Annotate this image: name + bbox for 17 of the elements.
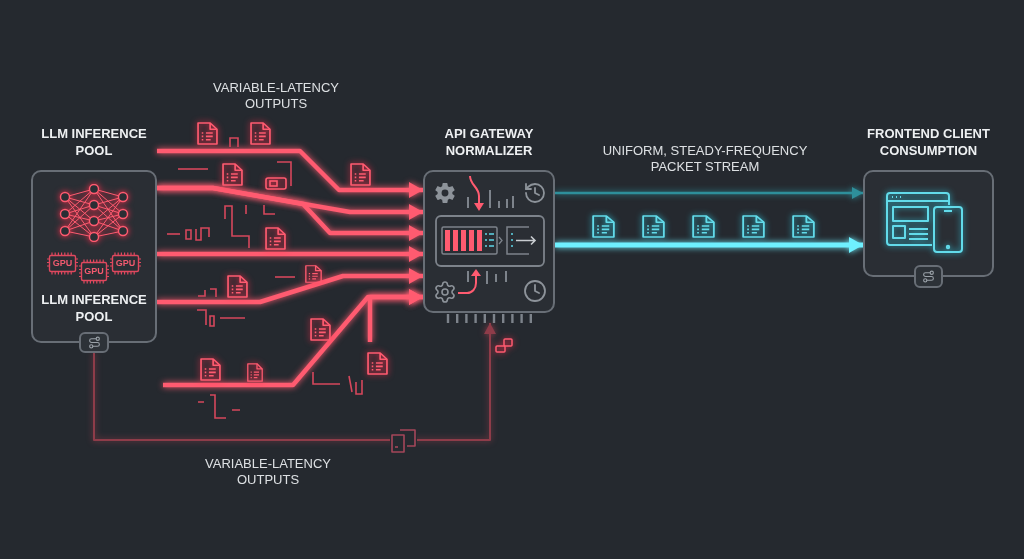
panel-caption: LLM INFERENCE POOL <box>40 291 148 325</box>
annotation-label: VARIABLE-LATENCY OUTPUTS <box>204 456 332 488</box>
arrow <box>555 237 863 253</box>
arrow <box>157 246 423 262</box>
arrow <box>93 322 496 441</box>
annotation-label: VARIABLE-LATENCY OUTPUTS <box>212 80 340 112</box>
gpu-chip: GPU <box>47 252 78 275</box>
annotation-label: UNIFORM, STEADY-FREQUENCY PACKET STREAM <box>601 143 809 175</box>
arrow <box>157 185 423 241</box>
arrow <box>367 289 423 342</box>
gpu-chip: GPU <box>79 259 109 284</box>
node-heading: API GATEWAY NORMALIZER <box>443 125 535 159</box>
node-heading: FRONTEND CLIENT CONSUMPTION <box>866 125 991 159</box>
arrow <box>157 268 423 305</box>
node-heading: LLM INFERENCE POOL <box>40 125 148 159</box>
gpu-chip: GPU <box>110 252 141 275</box>
arrow <box>555 187 863 199</box>
